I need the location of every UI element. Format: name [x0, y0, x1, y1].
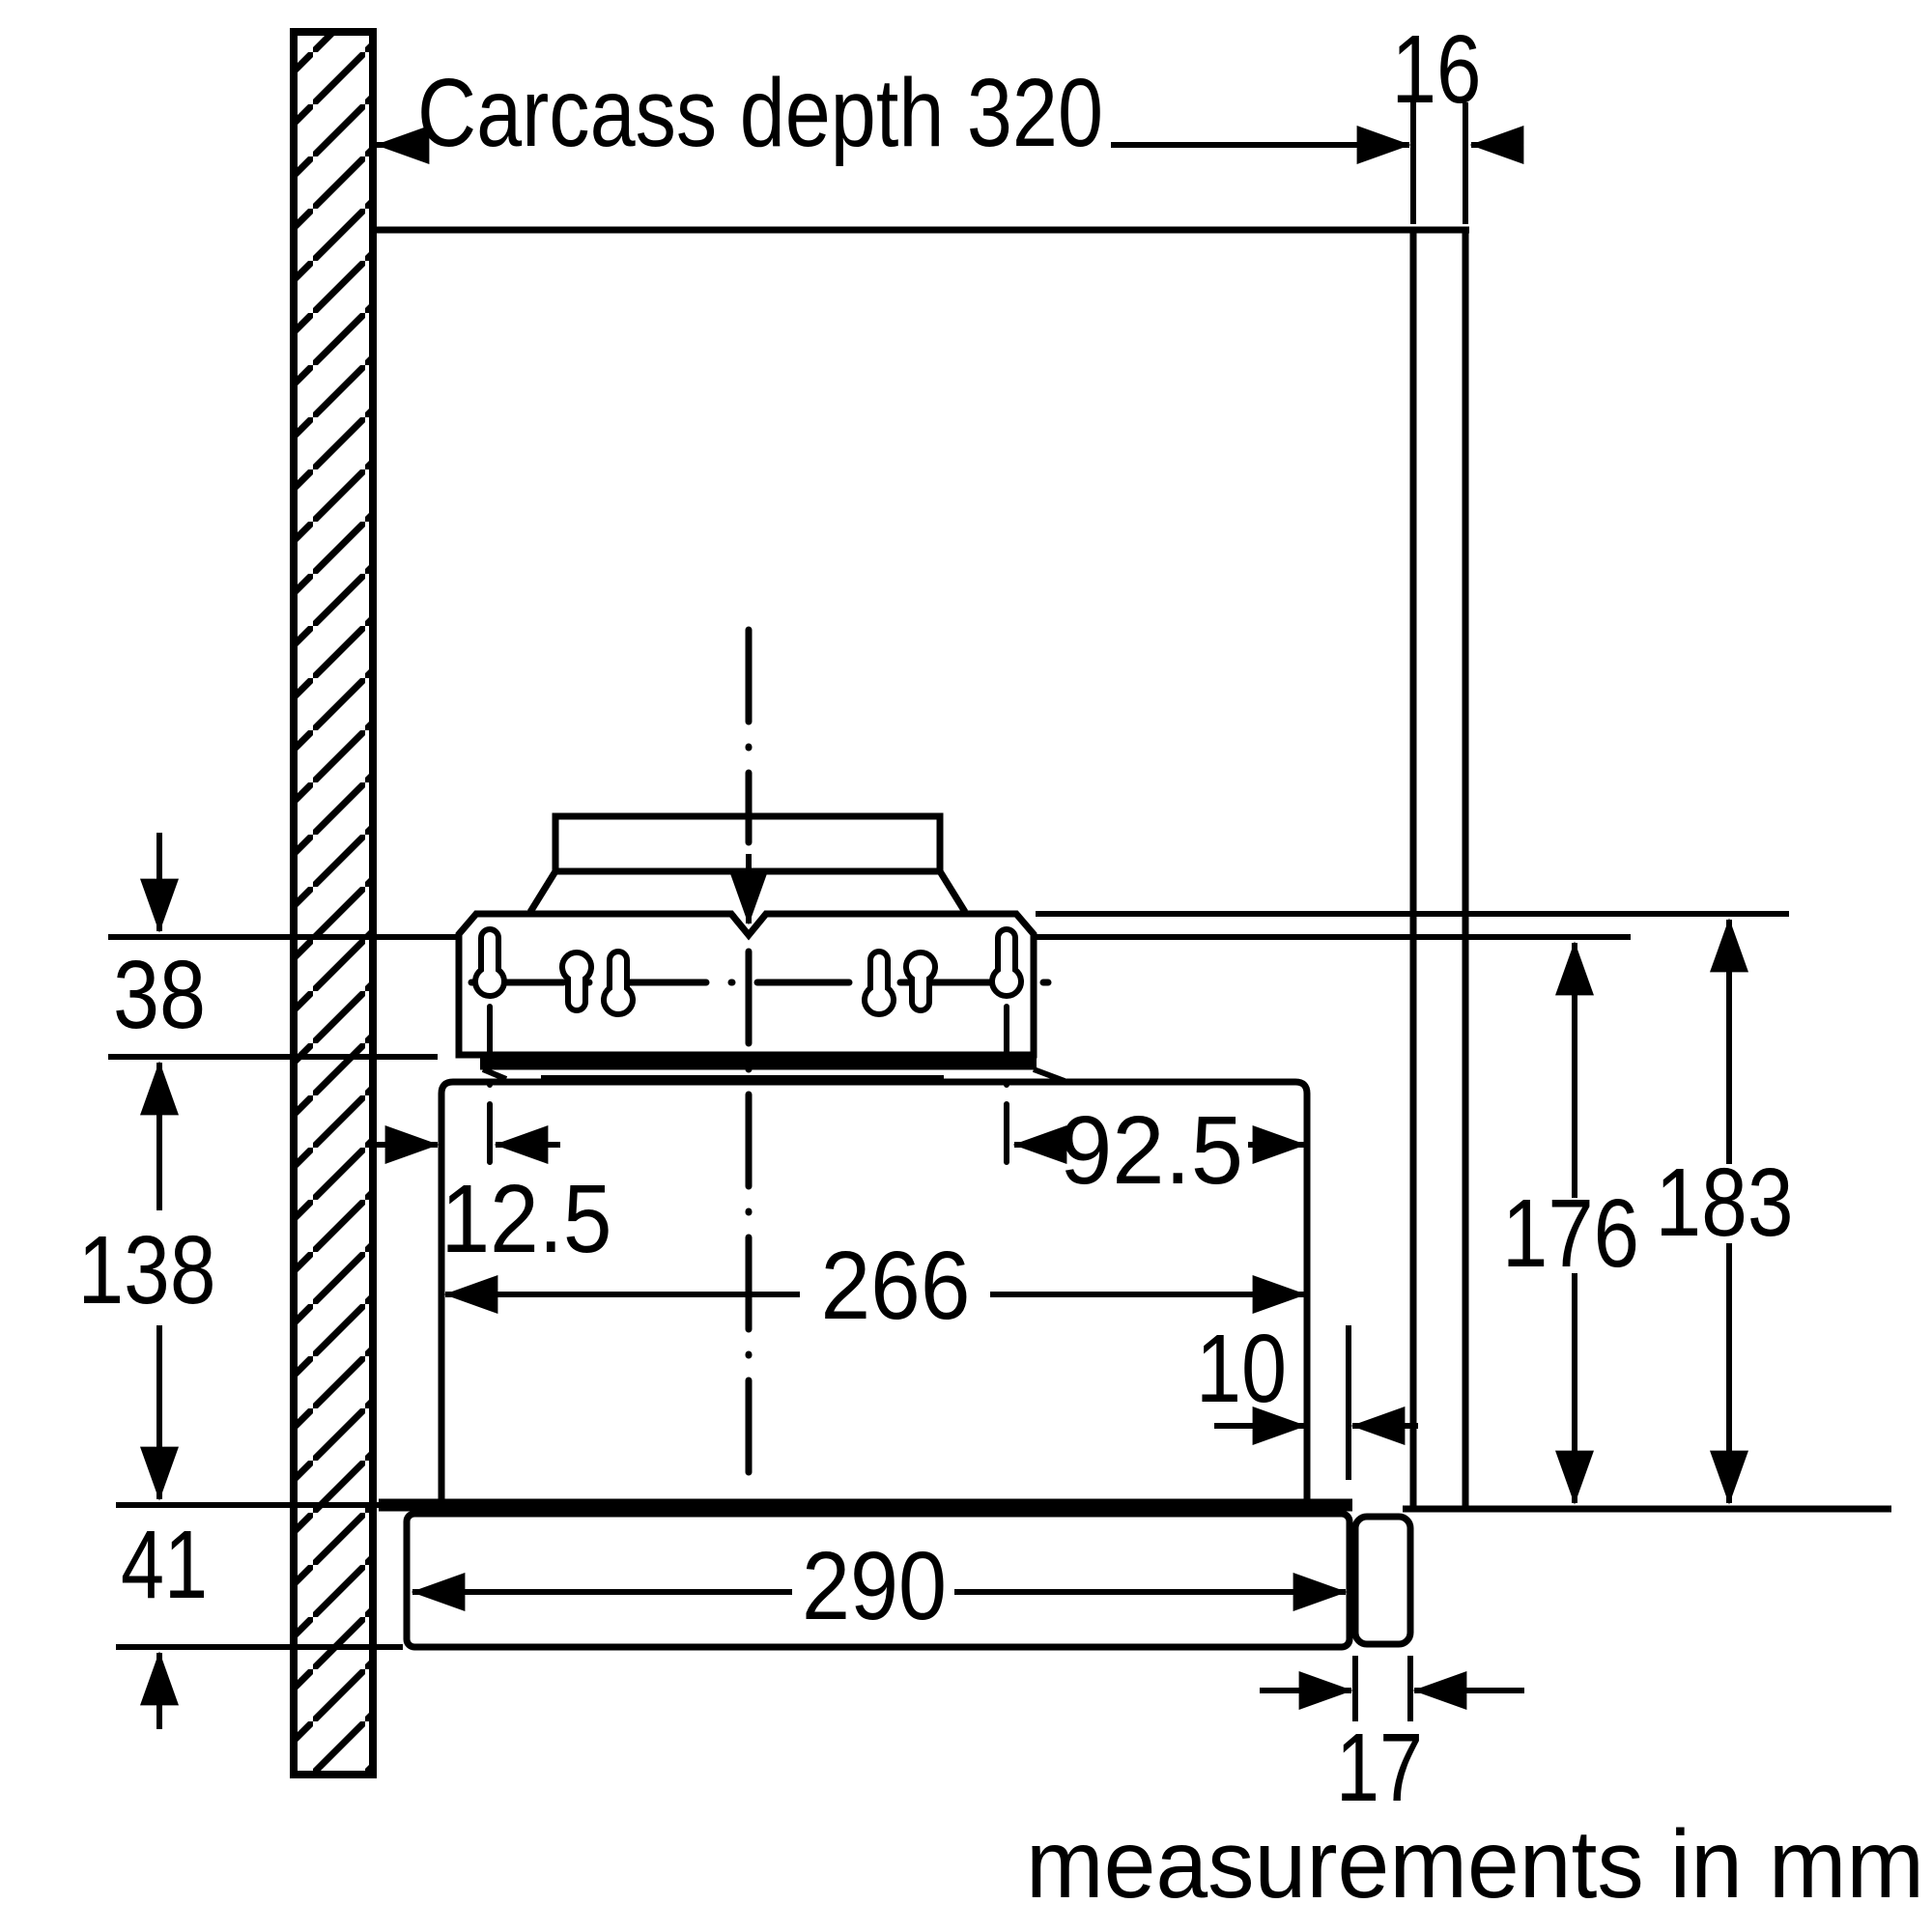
dim-visor-depth-290: 290: [411, 1532, 1348, 1640]
keyhole-slots: [472, 926, 1024, 1017]
dim-screw-offset-right: 92.5: [1012, 1096, 1307, 1205]
dim-label-16: 16: [1392, 15, 1482, 124]
keyhole-icon: [601, 949, 636, 1017]
dim-label-12-5: 12.5: [441, 1165, 612, 1273]
duct-collar-flare-right: [937, 869, 968, 914]
dim-label-266: 266: [821, 1232, 971, 1340]
cabinet-carcass: [373, 226, 1891, 1513]
wall-section: [290, 28, 377, 1778]
wall-hatched-strip: [290, 28, 377, 1778]
dim-label-carcass-depth: Carcass depth 320: [417, 59, 1103, 167]
hood-housing-outline: [438, 1078, 1311, 1501]
dim-label-41: 41: [121, 1511, 208, 1619]
dim-top-clearance-38: 38: [113, 833, 206, 1049]
dim-screw-offset-left: 12.5: [377, 1125, 612, 1273]
keyhole-icon: [989, 926, 1024, 999]
centerlines: [468, 626, 1052, 1492]
dim-front-gap-10: 10: [1196, 1315, 1418, 1445]
dim-height-inner-176: 176: [1502, 941, 1639, 1505]
dim-body-depth-266: 266: [443, 1232, 1307, 1340]
dim-label-10: 10: [1196, 1315, 1287, 1423]
left-reference-lines: [108, 934, 458, 1650]
dim-label-138: 138: [78, 1216, 216, 1324]
keyhole-icon: [903, 950, 938, 1013]
keyhole-icon: [472, 926, 507, 999]
dim-top-panel-16: 16: [1392, 15, 1524, 224]
dim-height-outer-183: 183: [1656, 918, 1794, 1505]
pullout-visor: [403, 1510, 1353, 1651]
duct-collar-flare-left: [527, 869, 558, 914]
hood-rail-foot-left: [481, 1066, 508, 1082]
dim-label-183: 183: [1656, 1149, 1794, 1257]
keyhole-icon: [559, 950, 594, 1013]
dim-label-176: 176: [1502, 1179, 1639, 1288]
dim-label-17: 17: [1336, 1714, 1423, 1822]
dim-label-290: 290: [802, 1532, 947, 1640]
front-panel-block: [1351, 1513, 1414, 1648]
dim-visor-height-41: 41: [121, 1511, 208, 1729]
dim-body-height-138: 138: [78, 1061, 216, 1501]
units-note: measurements in mm: [1026, 1810, 1924, 1918]
dim-label-92-5: 92.5: [1060, 1096, 1243, 1205]
dim-label-38: 38: [113, 941, 206, 1049]
dim-carcass-depth: Carcass depth 320: [375, 59, 1411, 167]
keyhole-icon: [862, 949, 896, 1017]
dim-front-panel-17: 17: [1260, 1656, 1524, 1822]
right-reference-lines: [1036, 911, 1789, 940]
